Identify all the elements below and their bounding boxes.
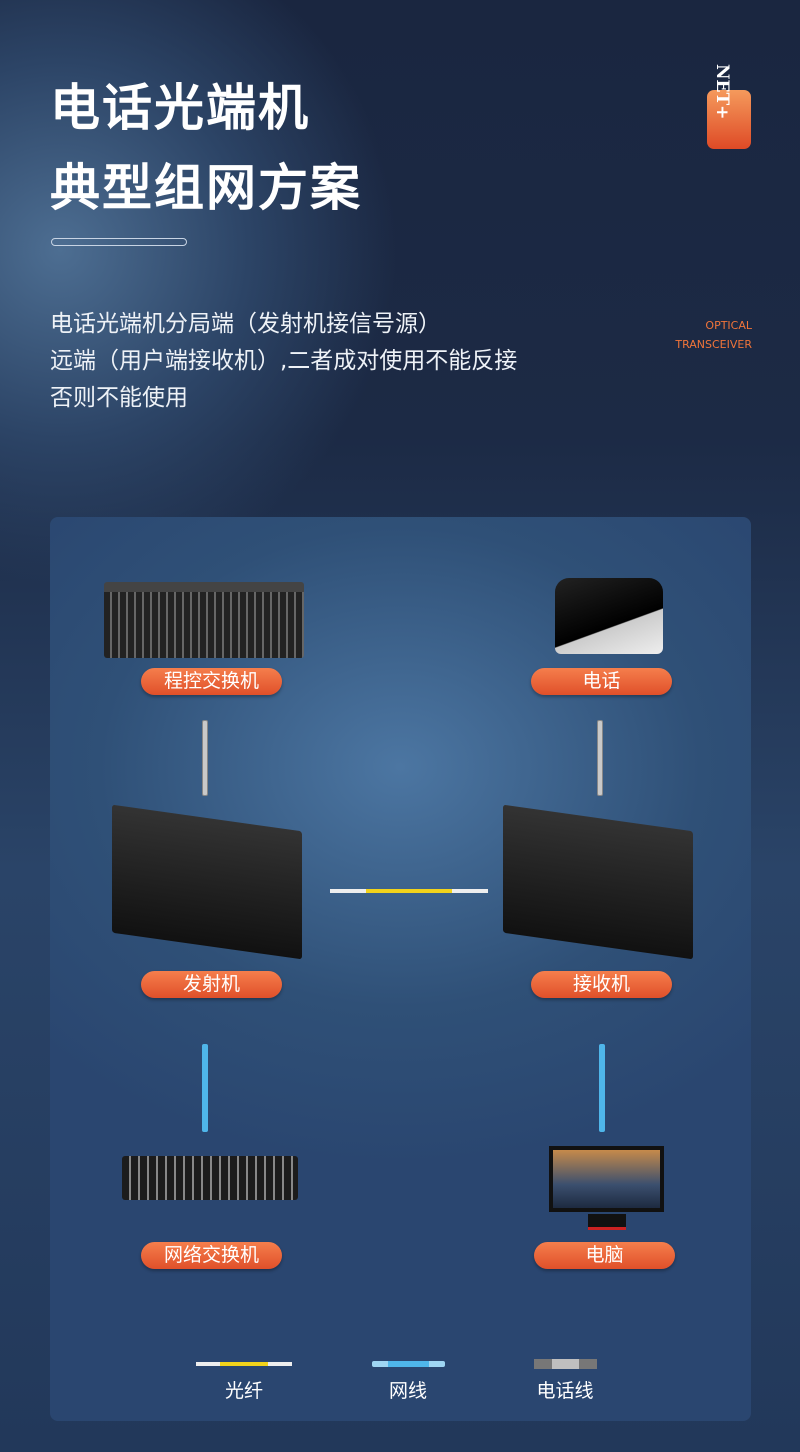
page-title-line1: 电话光端机 bbox=[50, 79, 310, 137]
monitor-stand bbox=[588, 1214, 626, 1230]
description: 电话光端机分局端（发射机接信号源） 远端（用户端接收机）,二者成对使用不能反接 … bbox=[50, 306, 517, 417]
fiber-cable bbox=[330, 889, 488, 893]
label-computer: 电脑 bbox=[534, 1242, 675, 1269]
tag-line: TRANSCEIVER bbox=[675, 338, 752, 351]
telephone-cable bbox=[202, 720, 208, 796]
label-pbx: 程控交换机 bbox=[141, 668, 282, 695]
page-title-line2: 典型组网方案 bbox=[50, 159, 362, 217]
legend-fiber-swatch bbox=[196, 1362, 292, 1366]
brand-logo-text: NET+ bbox=[712, 64, 732, 120]
computer-monitor-image bbox=[549, 1146, 664, 1212]
brand-logo bbox=[707, 90, 751, 149]
label-transmitter: 发射机 bbox=[141, 971, 282, 998]
pbx-device-image bbox=[104, 582, 304, 658]
legend-telephone-swatch bbox=[534, 1359, 597, 1369]
title-underline bbox=[51, 238, 187, 246]
telephone-cable bbox=[597, 720, 603, 796]
legend-ethernet-swatch bbox=[372, 1361, 445, 1367]
description-line: 电话光端机分局端（发射机接信号源） bbox=[50, 311, 441, 337]
network-switch-image bbox=[122, 1156, 298, 1200]
legend-fiber-label: 光纤 bbox=[224, 1380, 263, 1402]
description-line: 否则不能使用 bbox=[50, 385, 188, 411]
label-phone: 电话 bbox=[531, 668, 672, 695]
product-tag: OPTICAL TRANSCEIVER bbox=[675, 316, 752, 354]
ethernet-cable bbox=[599, 1044, 605, 1132]
receiver-device-image bbox=[503, 804, 693, 960]
legend-ethernet-label: 网线 bbox=[388, 1380, 427, 1402]
phone-device-image bbox=[555, 578, 663, 654]
description-line: 远端（用户端接收机）,二者成对使用不能反接 bbox=[50, 348, 518, 374]
label-network-switch: 网络交换机 bbox=[141, 1242, 282, 1269]
network-diagram-panel bbox=[50, 517, 751, 1421]
tag-line: OPTICAL bbox=[705, 319, 752, 332]
ethernet-cable bbox=[202, 1044, 208, 1132]
label-receiver: 接收机 bbox=[531, 971, 672, 998]
legend-telephone-label: 电话线 bbox=[536, 1380, 594, 1402]
transmitter-device-image bbox=[112, 804, 302, 960]
